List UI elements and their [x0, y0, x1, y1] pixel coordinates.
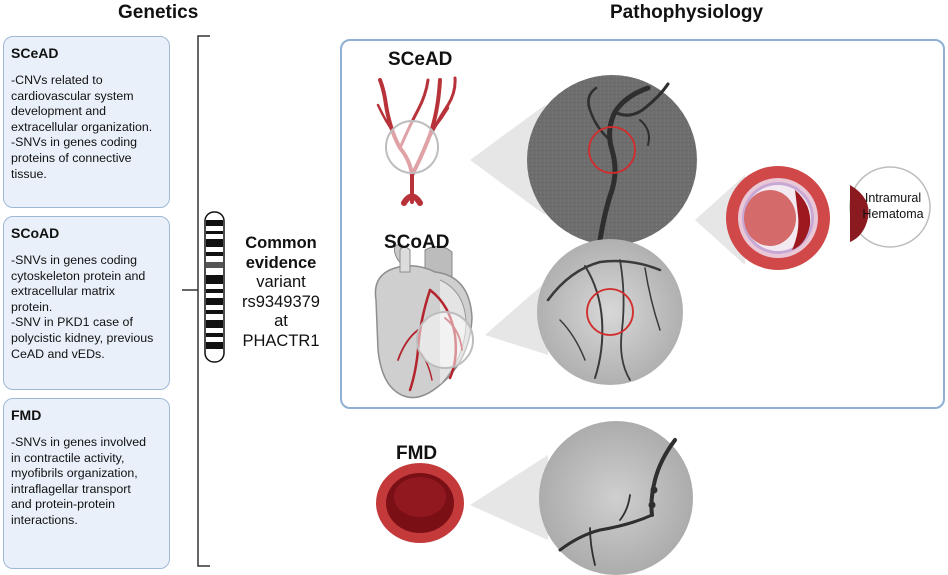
sce-genetics-line: proteins of connective: [11, 150, 132, 165]
grouping-bracket: [182, 35, 210, 567]
common-evidence: Common evidence variant rs9349379 at PHA…: [226, 234, 336, 351]
sco-genetics-line: polycistic kidney, previous: [11, 330, 154, 345]
fmd-vessel-icon: [376, 463, 464, 543]
sco-genetics-line: CeAD and vEDs.: [11, 346, 105, 361]
fmd-genetics-box: FMD -SNVs in genes involved in contracti…: [3, 398, 170, 569]
variant-id: rs9349379: [242, 292, 320, 311]
sco-patho-label: SCoAD: [384, 232, 450, 253]
fmd-genetics-line: interactions.: [11, 512, 78, 527]
sce-genetics-line: -SNVs in genes coding: [11, 135, 138, 150]
common-evidence-line: Common: [245, 234, 317, 252]
sce-callout-cone: [470, 105, 545, 215]
sce-patho-label: SCeAD: [388, 49, 453, 70]
sco-lesion-marker: [586, 288, 634, 336]
fmd-genetics-line: in contractile activity,: [11, 450, 125, 465]
sco-angio-vessels: [546, 259, 662, 381]
common-evidence-line: at: [274, 312, 288, 330]
sce-angio-vessels: [587, 82, 670, 243]
genetics-header: Genetics: [118, 2, 199, 23]
sce-genetics-line: -CNVs related to: [11, 73, 103, 87]
fmd-callout-cone: [470, 455, 548, 540]
sce-genetics-line: development and: [11, 104, 107, 119]
sco-genetics-line: cytoskeleton protein and: [11, 268, 146, 283]
common-evidence-line: evidence: [245, 253, 317, 272]
sco-genetics-line: protein.: [11, 299, 53, 314]
sce-lesion-marker: [588, 126, 636, 174]
vessel-cross-section-icon: [726, 166, 830, 270]
sco-callout-cone: [485, 280, 548, 355]
sco-magnifier-circle: [416, 311, 474, 369]
fmd-patho-label: FMD: [396, 443, 438, 464]
sco-genetics-title: SCoAD: [11, 225, 60, 241]
sco-genetics-line: extracellular matrix: [11, 284, 115, 299]
sce-genetics-line: cardiovascular system: [11, 88, 134, 103]
gene-name: PHACTR1: [242, 331, 320, 350]
sce-magnifier-circle: [385, 120, 439, 174]
sco-genetics-box: SCoAD -SNVs in genes coding cytoskeleton…: [3, 216, 170, 390]
hematoma-label-line: Hematoma: [862, 207, 924, 221]
sce-genetics-line: extracellular organization.: [11, 119, 153, 134]
sco-genetics-line: -SNV in PKD1 case of: [11, 315, 133, 330]
fmd-genetics-title: FMD: [11, 407, 42, 423]
sce-genetics-box: SCeAD -CNVs related to cardiovascular sy…: [3, 36, 170, 208]
fmd-angio-vessels: [558, 438, 677, 566]
fmd-genetics-line: intraflagellar transport: [11, 481, 131, 496]
sco-genetics-line: -SNVs in genes coding: [11, 253, 138, 267]
sce-genetics-line: tissue.: [11, 166, 47, 181]
hematoma-label: Intramural Hematoma: [853, 190, 933, 222]
hematoma-detail: [850, 185, 869, 242]
sce-genetics-title: SCeAD: [11, 45, 59, 61]
chromosome-icon: [204, 211, 225, 363]
pathophysiology-header: Pathophysiology: [610, 2, 764, 23]
fmd-angiography-image: [539, 421, 693, 575]
pathophysiology-frame: [340, 39, 945, 409]
common-evidence-line: variant: [256, 273, 306, 291]
fmd-genetics-line: and protein-protein: [11, 497, 116, 512]
fmd-genetics-line: -SNVs in genes involved: [11, 435, 146, 449]
fmd-genetics-line: myofibrils organization,: [11, 466, 138, 481]
hematoma-label-line: Intramural: [864, 191, 922, 205]
